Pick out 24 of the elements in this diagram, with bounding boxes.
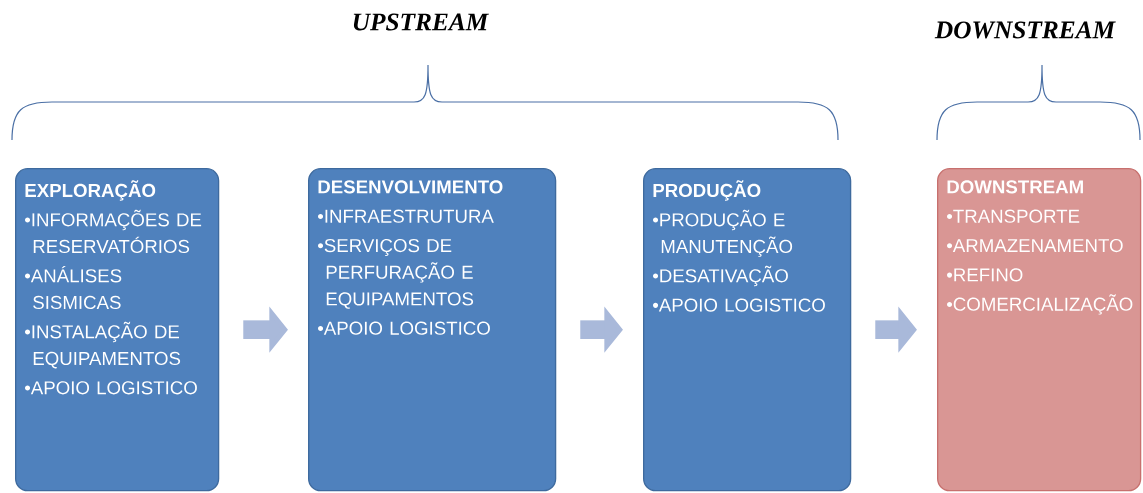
bullet-item: •INFRAESTRUTURA bbox=[318, 209, 494, 223]
bullet-item: •APOIO LOGISTICO bbox=[653, 298, 825, 312]
bullet-item: •DESATIVAÇÃO bbox=[653, 265, 788, 287]
section-heading: UPSTREAM bbox=[353, 13, 489, 31]
bullet-item: •TRANSPORTE bbox=[947, 209, 1080, 223]
bullet-item: •APOIO LOGISTICO bbox=[25, 381, 197, 395]
section-heading: DOWNSTREAM bbox=[934, 21, 1116, 39]
bullet-item: •SERVIÇOS DE PERFURAÇÃO E EQUIPAMENTOS bbox=[318, 238, 474, 309]
bullet-item: •REFINO bbox=[947, 268, 1023, 282]
box-heading: PRODUÇÃO bbox=[653, 180, 761, 201]
bullet-item: •ANÁLISES SISMICAS bbox=[25, 266, 122, 310]
stage-box bbox=[308, 168, 557, 492]
stage-box bbox=[643, 168, 852, 492]
bullet-item: •INSTALAÇÃO DE EQUIPAMENTOS bbox=[25, 321, 181, 369]
bullet-item: •PRODUÇÃO E MANUTENÇÃO bbox=[653, 209, 793, 257]
box-heading: EXPLORAÇÃO bbox=[25, 180, 156, 201]
box-heading: DESENVOLVIMENTO bbox=[318, 180, 503, 194]
bullet-item: •COMERCIALIZAÇÃO bbox=[947, 294, 1133, 315]
bullet-item: •INFORMAÇÕES DE RESERVATÓRIOS bbox=[25, 209, 202, 254]
box-heading: DOWNSTREAM bbox=[947, 180, 1083, 194]
stage-box bbox=[15, 168, 220, 492]
stage-box bbox=[937, 168, 1142, 492]
bullet-item: •ARMAZENAMENTO bbox=[947, 238, 1123, 253]
bullet-item: •APOIO LOGISTICO bbox=[318, 321, 490, 335]
